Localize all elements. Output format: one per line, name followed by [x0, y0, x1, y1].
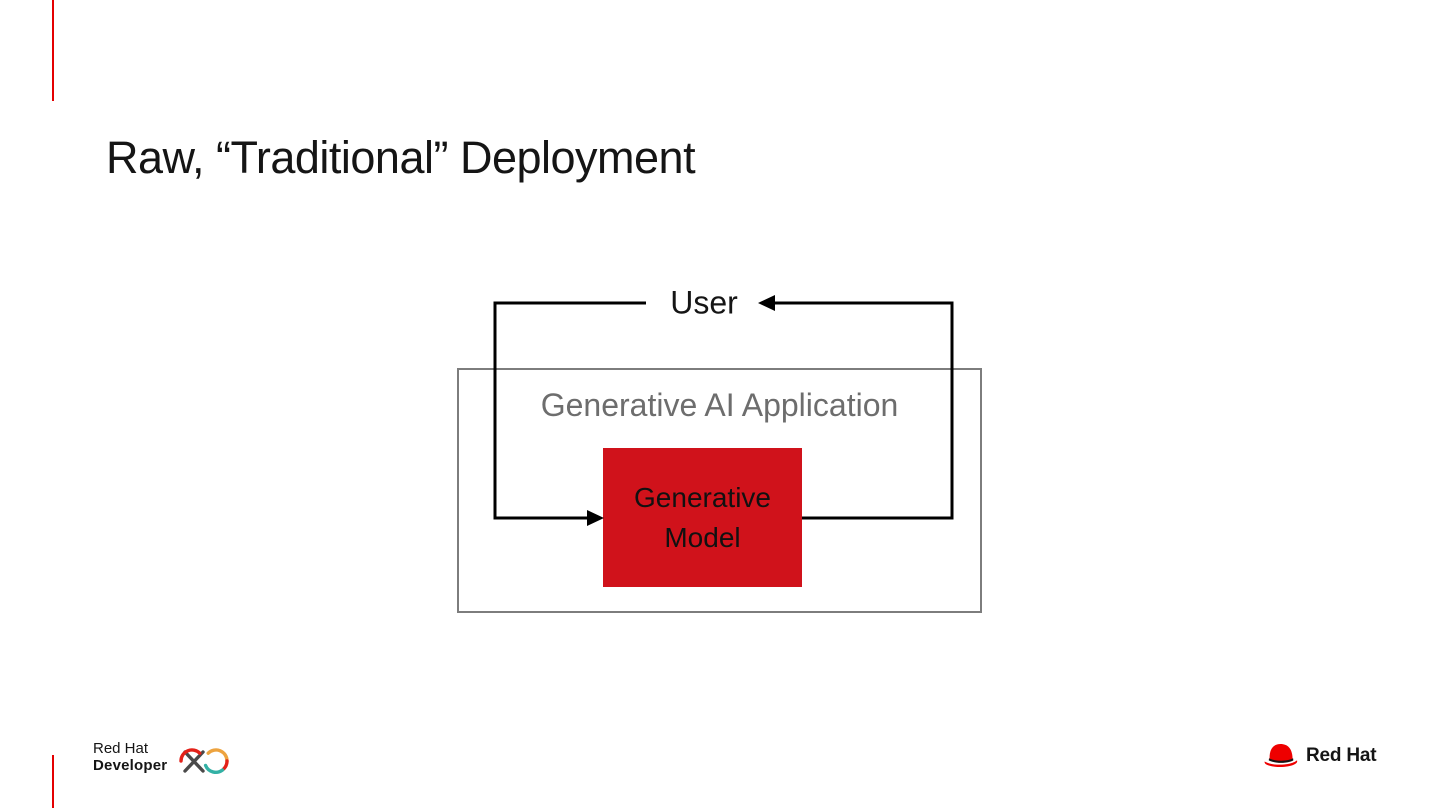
fedora-icon: [1264, 744, 1298, 768]
generative-model-box: Generative Model: [603, 448, 802, 587]
redhat-developer-logo-text: Red Hat Developer: [93, 740, 167, 774]
logo-text-redhat: Red Hat: [93, 740, 149, 757]
infinity-logo-icon: [179, 748, 230, 774]
model-box-label: Generative Model: [634, 481, 771, 553]
app-box-label: Generative AI Application: [540, 387, 899, 423]
user-label: User: [670, 284, 738, 321]
slide-title: Raw, “Traditional” Deployment: [106, 132, 696, 183]
redhat-logo: Red Hat: [1263, 741, 1377, 770]
logo-text-developer: Developer: [93, 757, 168, 774]
bottom-accent-line: [52, 755, 54, 808]
top-accent-line: [52, 0, 54, 101]
arrowhead-left: [758, 295, 775, 311]
redhat-developer-logo: Red Hat Developer: [93, 740, 235, 784]
redhat-logo-text: Red Hat: [1306, 744, 1377, 766]
